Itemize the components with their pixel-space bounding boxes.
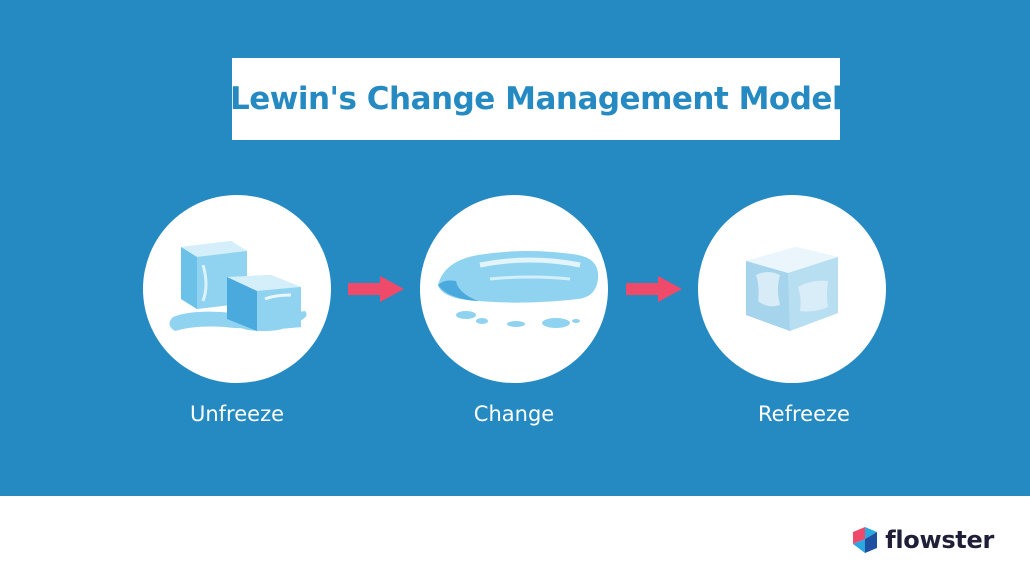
water-puddle-icon <box>438 251 599 328</box>
title-box: Lewin's Change Management Model <box>229 58 843 140</box>
flowster-logo-icon <box>853 527 878 553</box>
stage-unfreeze-circle <box>143 195 331 383</box>
stage-refreeze-circle <box>698 195 886 383</box>
stage-label-unfreeze: Unfreeze <box>189 402 285 426</box>
arrow-right-icon <box>626 276 682 302</box>
stage-change-circle <box>420 195 608 383</box>
diagram-title: Lewin's Change Management Model <box>229 81 843 117</box>
stage-label-refreeze: Refreeze <box>758 402 850 426</box>
arrow-right-icon <box>348 276 404 302</box>
ice-cube-icon <box>746 247 838 331</box>
stage-label-change: Change <box>473 402 555 426</box>
brand-name: flowster <box>885 526 994 554</box>
melting-ice-cubes-icon <box>169 241 307 331</box>
brand-logo-group: flowster <box>851 526 994 554</box>
